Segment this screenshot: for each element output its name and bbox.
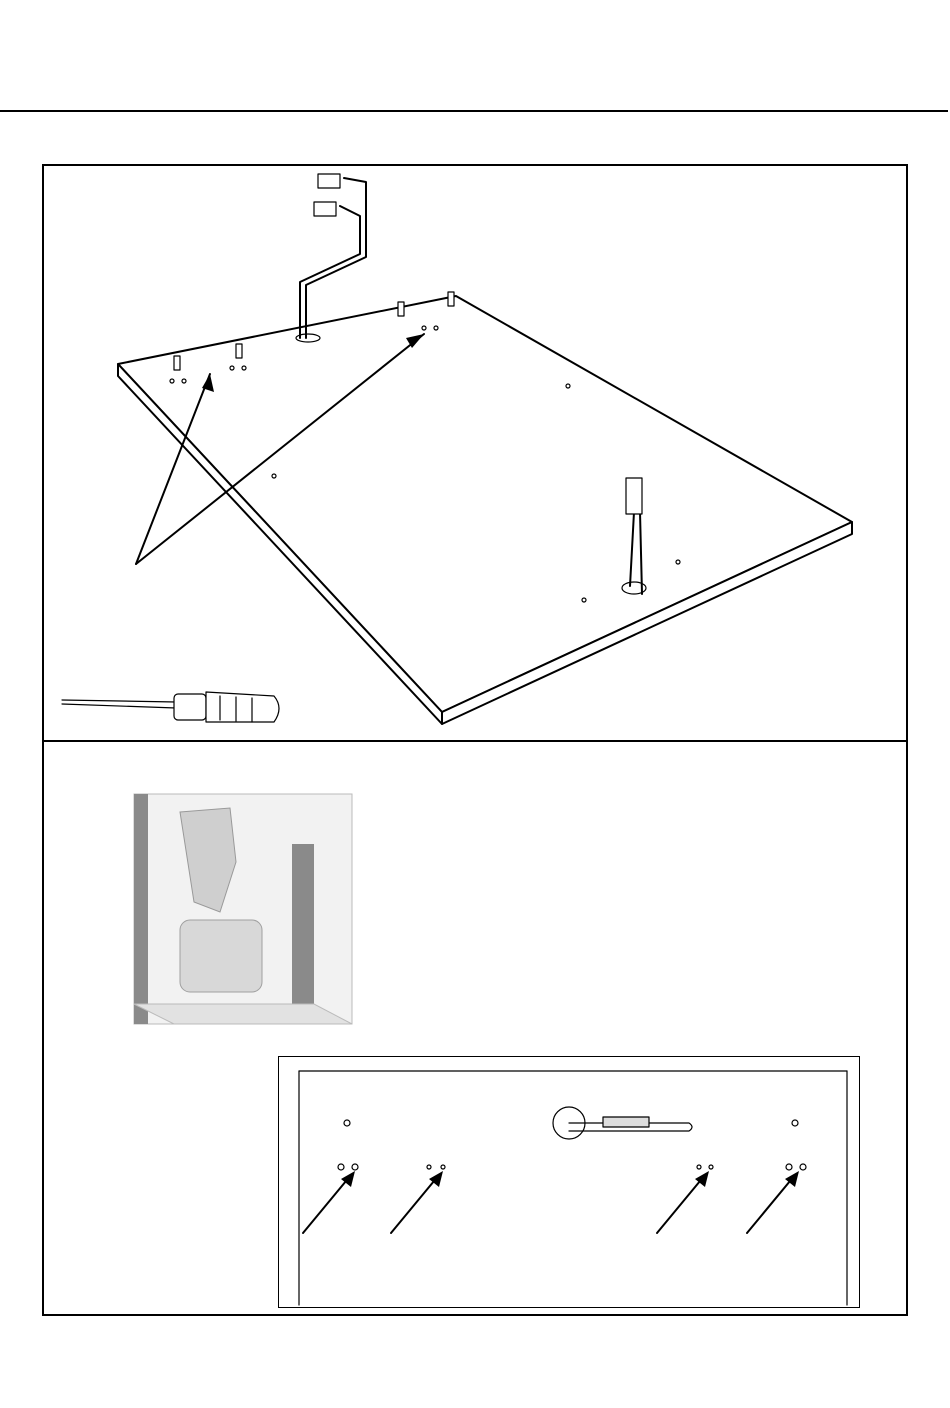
dowels [174,292,454,370]
cabinet-side-right [292,844,314,1014]
panel-illustration [44,166,904,740]
board-edge-left [118,364,442,724]
hole-pairs [338,1164,806,1170]
screwdriver-icon [62,692,279,722]
cabinet-stool [180,920,262,992]
detail-frame [278,1056,860,1308]
connector-icon [553,1107,692,1139]
board-edge-front [442,522,852,724]
holes [170,326,680,602]
hole-upper-left [344,1120,350,1126]
board-top [118,296,852,712]
cabinet-side-left [134,794,148,1024]
hole-upper-right [792,1120,798,1126]
detail-illustration [279,1057,859,1307]
step-1-panel [44,166,904,740]
header-rule [0,110,948,112]
cable-front [622,478,646,594]
arrow-icon [303,1171,799,1233]
connector-icon [626,478,642,514]
